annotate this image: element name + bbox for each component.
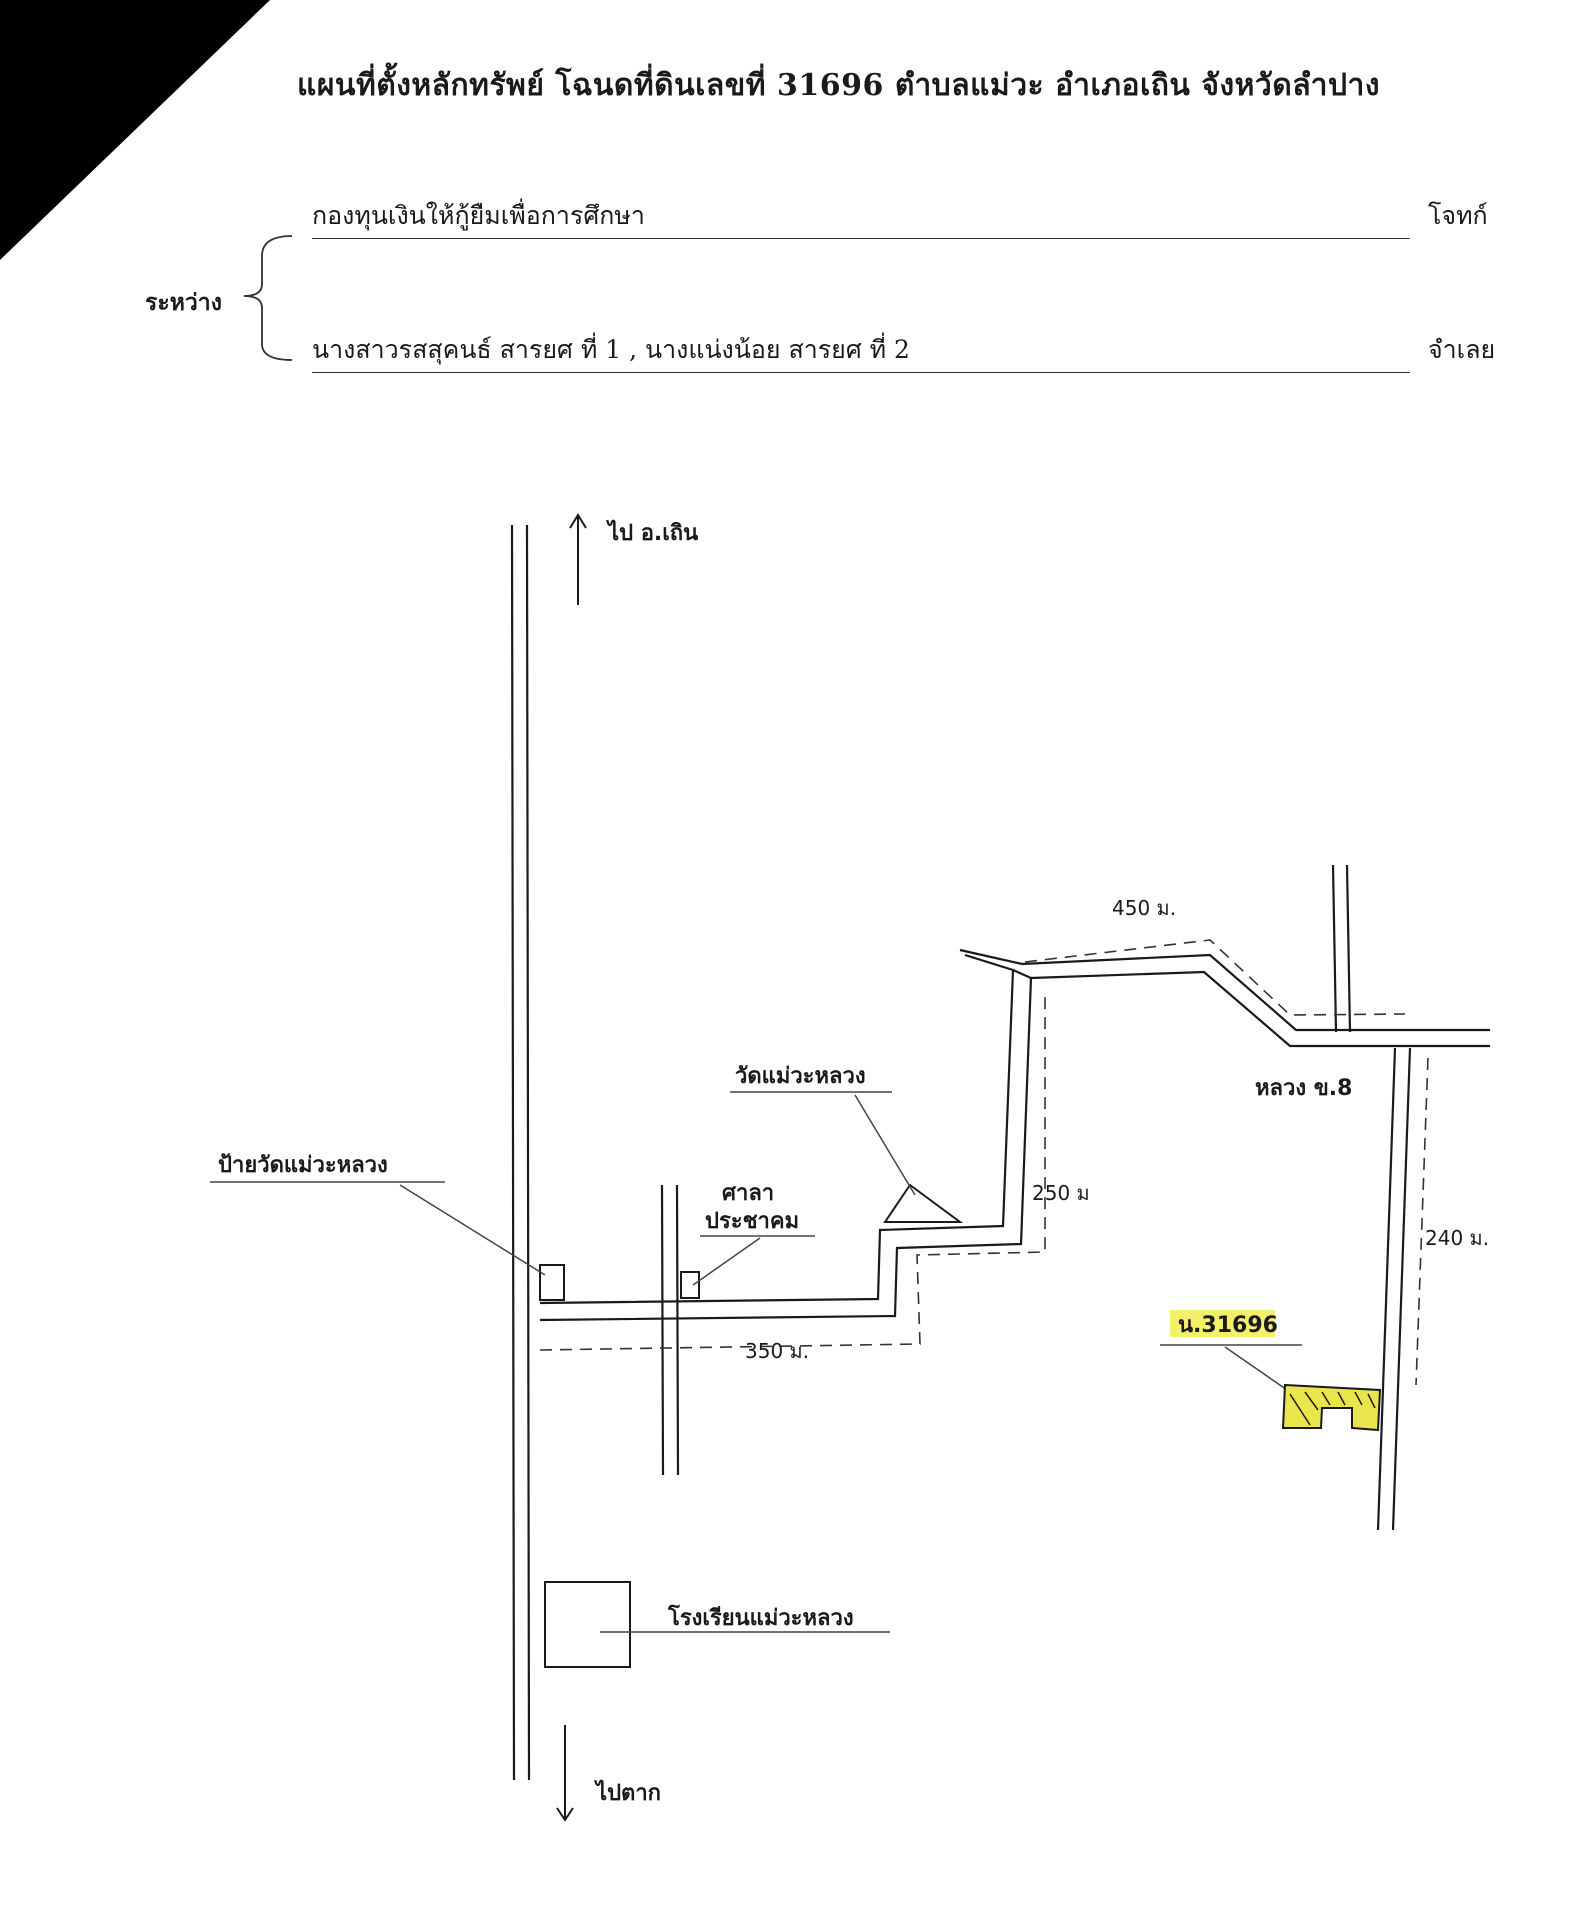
parcel-label: น.31696 (1178, 1313, 1278, 1338)
north-spur-left (1331, 864, 1338, 1033)
defendant-line: นางสาวรสสุคนธ์ สารยศ ที่ 1 , นางแน่งน้อย… (312, 330, 1410, 373)
defendant-name: นางสาวรสสุคนธ์ สารยศ ที่ 1 , นางแน่งน้อย… (312, 335, 910, 364)
east-road-bottom-edge (1030, 970, 1490, 1048)
north-label: ไป อ.เถิน (606, 519, 698, 546)
temple-sign-label: ป้ายวัดแม่วะหลวง (218, 1153, 388, 1178)
dist-350-label: 350 ม. (745, 1339, 809, 1363)
leader-lines (210, 1091, 1302, 1633)
direction-arrows (556, 513, 587, 1822)
school-label: โรงเรียนแม่วะหลวง (667, 1604, 854, 1631)
parcel-label-highlight (1170, 1310, 1275, 1337)
dist-240-line (1415, 1057, 1429, 1386)
sideroad-left-edge (660, 1184, 665, 1476)
plaintiff-role: โจทก์ (1428, 201, 1488, 230)
parcel-shape (1281, 1383, 1382, 1432)
village-label: หลวง ข.8 (1255, 1076, 1352, 1101)
north-arrow-head (569, 513, 587, 529)
distance-lines (539, 939, 1429, 1386)
dist-350-250-line (539, 995, 1046, 1351)
roads (510, 524, 1490, 1781)
document-title: แผนที่ตั้งหลักทรัพย์ โฉนดที่ดินเลขที่ 31… (297, 68, 1380, 103)
highway-right-edge (525, 524, 531, 1781)
dist-240-label: 240 ม. (1425, 1226, 1489, 1250)
sala-label-line2: ประชาคม (705, 1209, 799, 1234)
east-vertical-left (1376, 1047, 1397, 1531)
between-label: ระหว่าง (145, 289, 222, 316)
north-spur-right (1345, 864, 1352, 1033)
landmarks (539, 1183, 964, 1668)
dist-450-label: 450 ม. (1112, 896, 1176, 920)
temple-leader (854, 1094, 916, 1196)
east-road-top-edge (1021, 953, 1490, 1032)
south-label: ไปตาก (594, 1779, 661, 1806)
distance-labels: 350 ม. 250 ม 450 ม. 240 ม. (745, 896, 1489, 1363)
defendant-role: จำเลย (1428, 335, 1496, 364)
plaintiff-name: กองทุนเงินให้กู้ยืมเพื่อการศึกษา (312, 201, 645, 230)
branch-corner (1012, 968, 1032, 980)
land-parcel (1281, 1383, 1382, 1432)
temple-triangle (883, 1183, 964, 1223)
sala-leader (692, 1237, 761, 1286)
dist-450-line (1024, 939, 1406, 1016)
branch-road-top-edge (539, 953, 1015, 1305)
highway-left-edge (510, 524, 516, 1781)
school-marker (544, 1581, 631, 1668)
scan-corner-mark (0, 0, 270, 260)
parcel-leader (1224, 1346, 1291, 1393)
plaintiff-line: กองทุนเงินให้กู้ยืมเพื่อการศึกษา (312, 196, 1410, 239)
dist-250-label: 250 ม (1032, 1181, 1090, 1205)
east-road-stub (959, 948, 1023, 966)
map-labels: ไป อ.เถิน ไปตาก ป้ายวัดแม่วะหลวง ศาลา ปร… (218, 519, 1352, 1806)
south-arrow-head (556, 1807, 574, 1822)
sala-label-line1: ศาลา (722, 1181, 774, 1206)
parcel-hatch (1289, 1391, 1376, 1426)
east-vertical-right (1391, 1047, 1412, 1531)
sideroad-right-edge (675, 1184, 680, 1476)
temple-label: วัดแม่วะหลวง (735, 1064, 866, 1089)
temple-sign-leader (399, 1184, 546, 1276)
sala-marker (680, 1271, 700, 1299)
temple-sign-marker (539, 1264, 565, 1301)
branch-road-bottom-edge (539, 977, 1033, 1322)
